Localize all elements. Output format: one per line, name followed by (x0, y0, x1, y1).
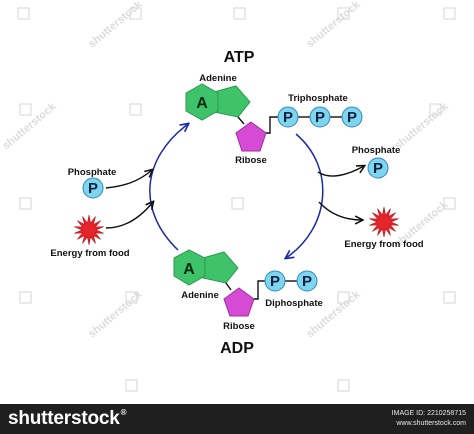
atp-phosphate-letter: P (283, 109, 293, 126)
output-energy-burst-icon (369, 206, 399, 238)
atp-adenine-label: Adenine (199, 73, 236, 84)
cycle-arrow-left (149, 124, 188, 251)
adp-adenine-ring-six (173, 249, 206, 286)
atp-adenine-ring-five (213, 85, 251, 118)
adp-diphosphate-label: Diphosphate (265, 298, 323, 309)
input-phosphate-label: Phosphate (68, 167, 117, 178)
watermark-square (231, 197, 244, 210)
atp-adenine-ribose-bond (237, 116, 245, 125)
atp-ribose-phosphate-bond (266, 116, 278, 134)
cycle-arrow-right (286, 133, 324, 258)
watermark-square (17, 7, 30, 20)
atp-triphosphate-label: Triphosphate (288, 93, 348, 104)
output-phosphate-arrow (317, 166, 364, 177)
watermark-square (233, 7, 246, 20)
adp-phosphate-letter: P (270, 273, 280, 290)
output-phosphate-label: Phosphate (352, 145, 401, 156)
atp-phosphate-circle (309, 106, 331, 128)
watermark-text: shutterstock (0, 100, 59, 152)
brand-registered-mark: ® (120, 408, 127, 417)
input-energy-arrow (105, 202, 153, 229)
atp-phosphate-circle (341, 106, 363, 128)
atp-title: ATP (224, 49, 255, 66)
atp-molecule: Adenine A Ribose Triphosphate P P P (185, 73, 363, 166)
watermark-square (429, 103, 442, 116)
watermark-square (443, 197, 456, 210)
atp-phosphate-letter: P (315, 109, 325, 126)
input-phosphate-arrow (105, 170, 152, 189)
watermark-square (337, 7, 350, 20)
input-phosphate-letter: P (88, 180, 98, 197)
adp-phosphate-circle (264, 270, 286, 292)
watermark-square (19, 103, 32, 116)
adp-ribose-phosphate-bond (254, 280, 265, 300)
brand-logo: shutterstock® (8, 408, 127, 430)
watermark-text: shutterstock (304, 0, 363, 50)
adp-phosphate-circle (296, 270, 318, 292)
brand-name: shutterstock (8, 408, 120, 429)
atp-ribose-label: Ribose (235, 155, 267, 166)
output-phosphate-circle (367, 157, 389, 179)
watermark-square (19, 291, 32, 304)
adp-adenine-letter: A (183, 261, 195, 278)
adp-ribose-shape (223, 287, 255, 317)
adp-title: ADP (220, 340, 254, 357)
adp-molecule: A Adenine Ribose P P Diphosphate (173, 249, 323, 332)
input-phosphate-circle (82, 177, 104, 199)
watermark-square (125, 379, 138, 392)
atp-adenine-letter: A (196, 95, 208, 112)
atp-adenine-ring-six (185, 83, 219, 121)
cycle-outputs: Phosphate P Energy from food (344, 145, 423, 250)
watermark-square (125, 291, 138, 304)
atp-phosphate-letter: P (347, 109, 357, 126)
watermark-text: shutterstock (86, 0, 145, 50)
output-phosphate-letter: P (373, 160, 383, 177)
watermark-square (129, 7, 142, 20)
image-meta: IMAGE ID: 2210258715 www.shutterstock.co… (392, 409, 466, 429)
watermark-square (129, 103, 142, 116)
watermark-text: shutterstock (304, 288, 363, 340)
cycle-inputs: Phosphate P Energy from food (50, 167, 129, 259)
watermark-square (337, 379, 350, 392)
atp-phosphate-circle (277, 106, 299, 128)
watermark-text: shutterstock (86, 288, 145, 340)
watermark-text: shutterstock (392, 100, 451, 152)
adp-ribose-label: Ribose (223, 321, 255, 332)
watermark-square (443, 7, 456, 20)
adp-adenine-ribose-bond (225, 282, 232, 291)
watermark-square (337, 291, 350, 304)
adp-adenine-ring-five (202, 251, 239, 284)
output-energy-label: Energy from food (344, 239, 423, 250)
atp-ribose-shape (235, 121, 267, 152)
adp-phosphate-letter: P (302, 273, 312, 290)
input-energy-burst-icon (74, 214, 104, 246)
watermark-square (443, 291, 456, 304)
stock-footer-bar: shutterstock® IMAGE ID: 2210258715 www.s… (0, 404, 474, 434)
input-energy-label: Energy from food (50, 248, 129, 259)
adp-adenine-label: Adenine (181, 290, 218, 301)
output-energy-arrow (318, 201, 362, 220)
watermark-square (19, 197, 32, 210)
site-url-text: www.shutterstock.com (396, 420, 466, 427)
image-id-text: IMAGE ID: 2210258715 (391, 410, 466, 417)
